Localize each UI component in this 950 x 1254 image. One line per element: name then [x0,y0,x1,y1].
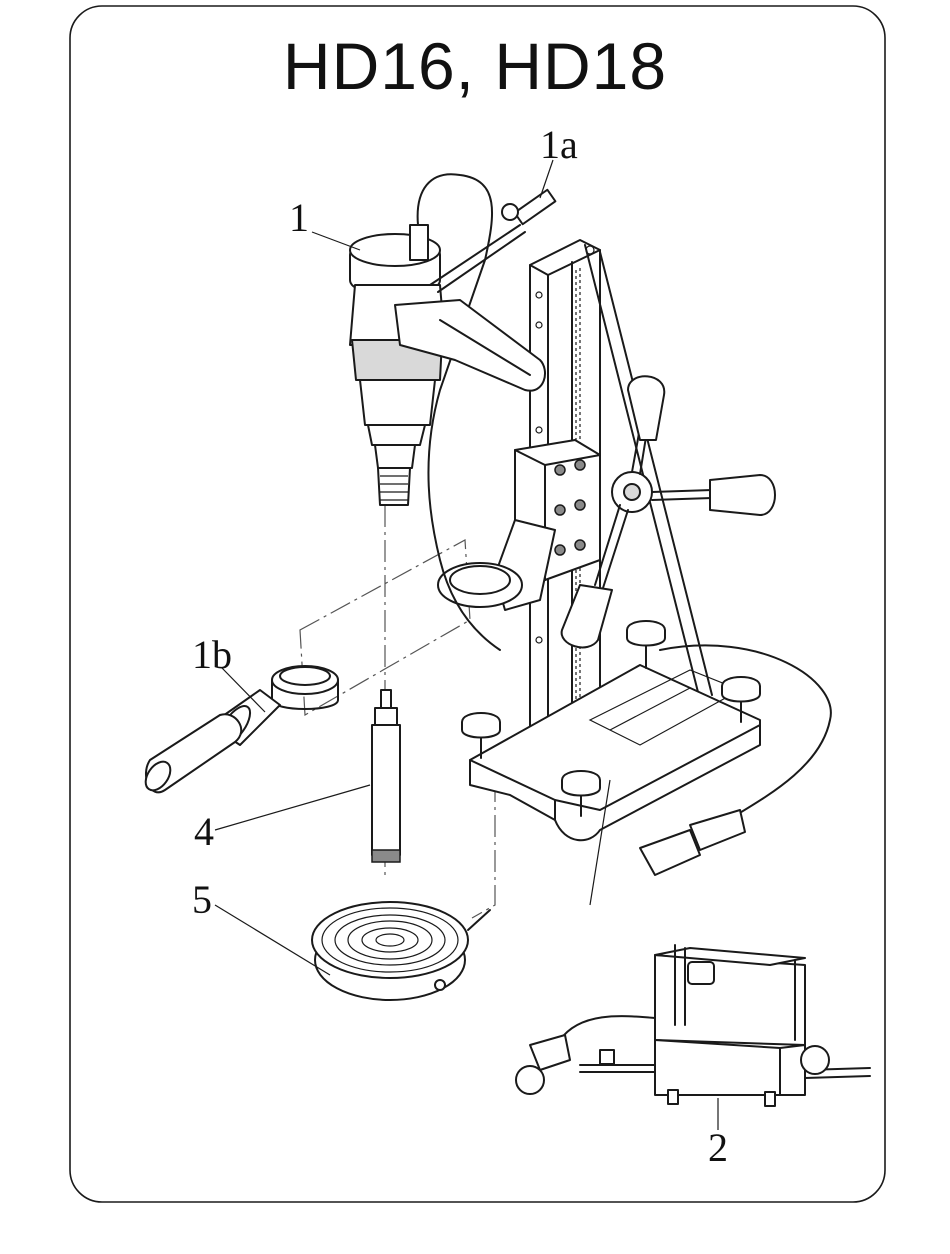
leveling-knob [627,621,665,668]
callout-1b: 1b [192,635,232,675]
core-bit [372,690,400,862]
diagram-title: HD16, HD18 [0,28,950,104]
callout-5: 5 [192,880,212,920]
vacuum-pad [312,902,490,1000]
callout-1: 1 [289,198,309,238]
prcd-unit [516,945,870,1106]
callout-1a: 1a [540,125,578,165]
callout-2: 2 [708,1128,728,1168]
stand-base [462,621,760,840]
callout-4: 4 [194,812,214,852]
